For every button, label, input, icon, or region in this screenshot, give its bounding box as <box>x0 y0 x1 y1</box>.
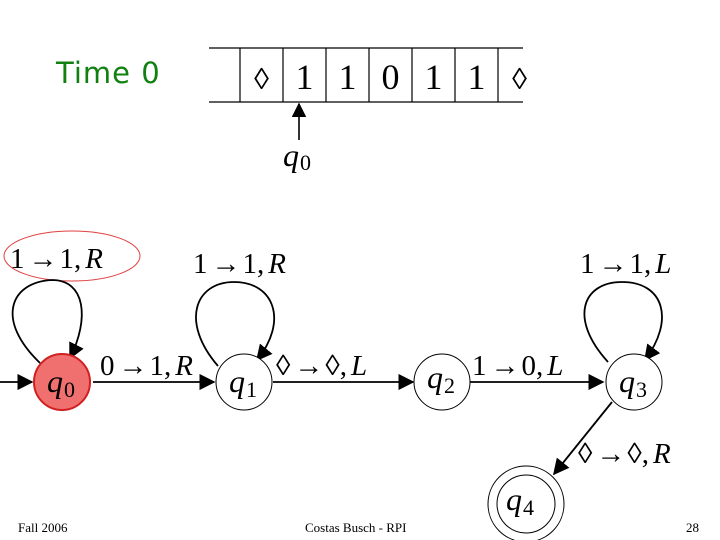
transition-label-q3-loop: 1→1,L <box>580 248 671 280</box>
transition-label-q1-loop: 1→1,R <box>193 248 286 280</box>
state-q4-inner-circle <box>496 474 556 534</box>
highlight-ring <box>3 230 141 282</box>
state-q3: q3 <box>605 353 663 411</box>
state-q1: q1 <box>215 353 273 411</box>
state-q0-circle <box>33 353 91 411</box>
edge-q3-q4 <box>552 401 613 476</box>
footer-date: Fall 2006 <box>18 520 68 535</box>
self-loop-q0 <box>11 279 84 364</box>
state-q1-circle <box>215 353 273 411</box>
state-q4: q4 <box>487 465 565 540</box>
self-loop-q1 <box>195 281 275 367</box>
state-q3-label: q3 <box>619 363 647 402</box>
transition-label-q0-loop: 1→1,R <box>10 243 103 275</box>
state-q0: q0 <box>33 353 91 411</box>
state-q1-label: q1 <box>229 363 257 402</box>
state-q4-label: q4 <box>506 481 534 520</box>
state-q0-label: q0 <box>47 363 75 402</box>
state-q3-circle <box>605 353 663 411</box>
transition-label-q1-q2: ◊→◊,L <box>276 350 367 382</box>
tape-cell: 1 <box>468 57 486 97</box>
transition-label-q3-q4: ◊→◊,R <box>578 438 671 470</box>
transition-label-q0-q1: 0→1,R <box>100 350 193 382</box>
tape-head: q0 <box>283 102 311 175</box>
tape-cell: 1 <box>425 57 443 97</box>
tape-cell: 0 <box>382 57 400 97</box>
state-q2-circle <box>413 353 471 411</box>
tape-cell: 1 <box>296 57 314 97</box>
tape-cell: 1 <box>339 57 357 97</box>
footer-page-number: 28 <box>686 520 699 535</box>
tape-cell: ◊ <box>512 63 527 96</box>
tape-cell: ◊ <box>254 63 269 96</box>
footer-author: Costas Busch - RPI <box>305 520 407 535</box>
slide-title: Time 0 <box>56 56 161 90</box>
self-loop-q3 <box>583 281 663 363</box>
head-state-label: q0 <box>283 137 311 175</box>
transition-label-q2-q3: 1→0,L <box>472 350 563 382</box>
state-q2: q2 <box>413 353 471 411</box>
state-q2-label: q2 <box>427 359 455 398</box>
